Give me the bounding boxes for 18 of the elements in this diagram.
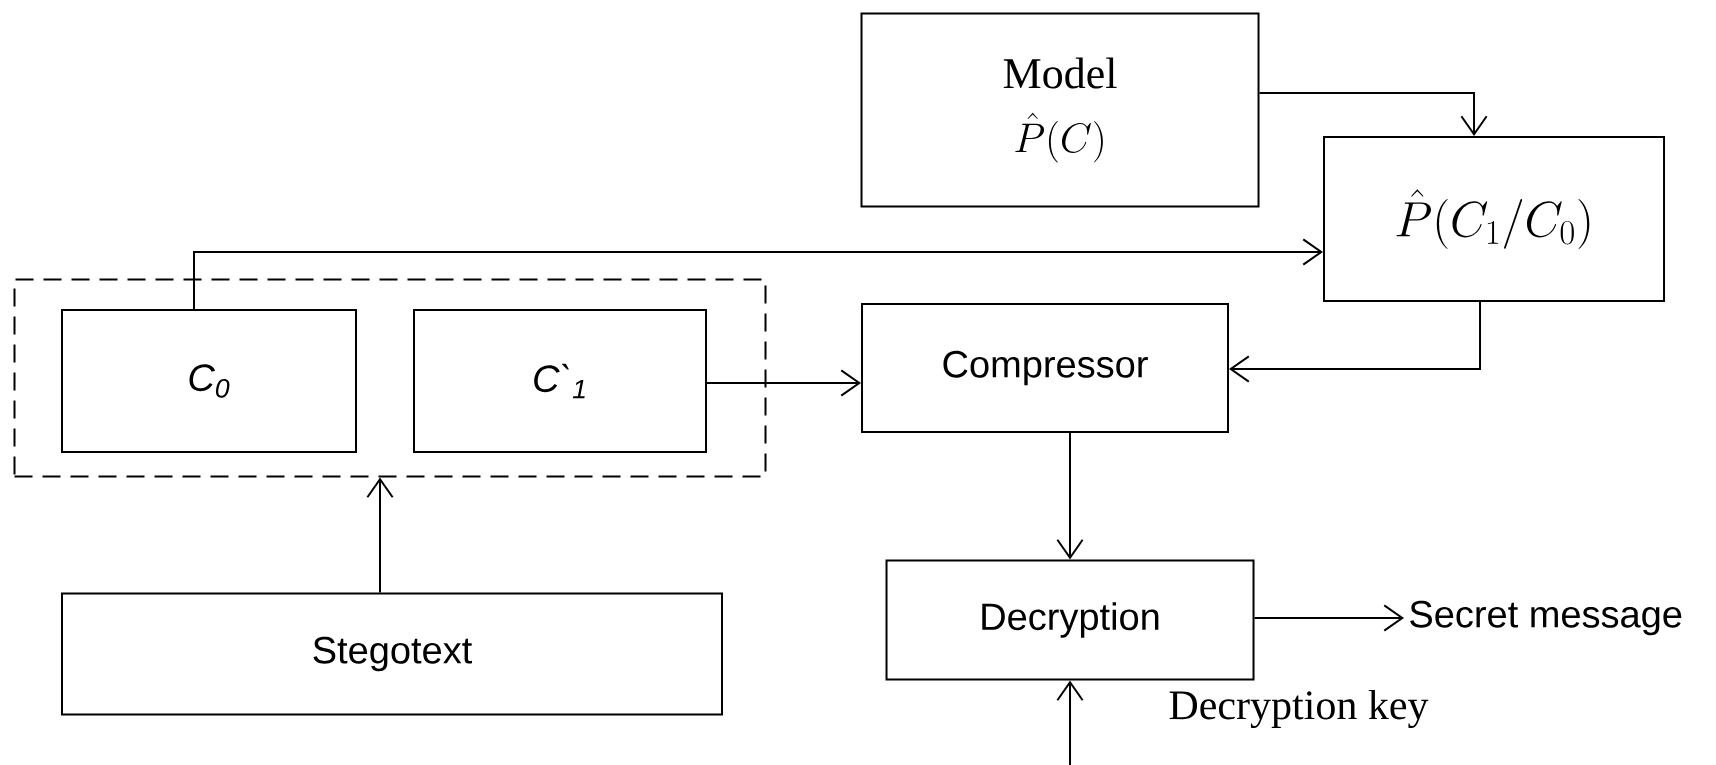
arrow xyxy=(706,369,861,397)
probability-box: $\hat{P}(C_1/C_0)$ xyxy=(1323,136,1666,302)
label-text: Decryption key xyxy=(1169,689,1429,729)
arrow xyxy=(1056,680,1084,765)
arrow xyxy=(1056,432,1084,560)
process-box: Stegotext xyxy=(61,592,723,716)
arrow xyxy=(193,238,1324,310)
model-box: Model $\hat{P}(C)$ xyxy=(860,12,1260,208)
arrow xyxy=(1253,604,1405,632)
arrow xyxy=(366,477,394,594)
process-box: C`$_{1}$ xyxy=(413,309,707,453)
dashed-group-box xyxy=(13,278,767,478)
arrow xyxy=(1258,92,1488,136)
process-box: C$_{0}$ xyxy=(61,309,357,453)
process-box: Decryption xyxy=(885,559,1255,681)
process-box: Compressor xyxy=(861,303,1229,433)
arrow xyxy=(1229,301,1482,383)
output-text: Secret message xyxy=(1410,600,1682,636)
